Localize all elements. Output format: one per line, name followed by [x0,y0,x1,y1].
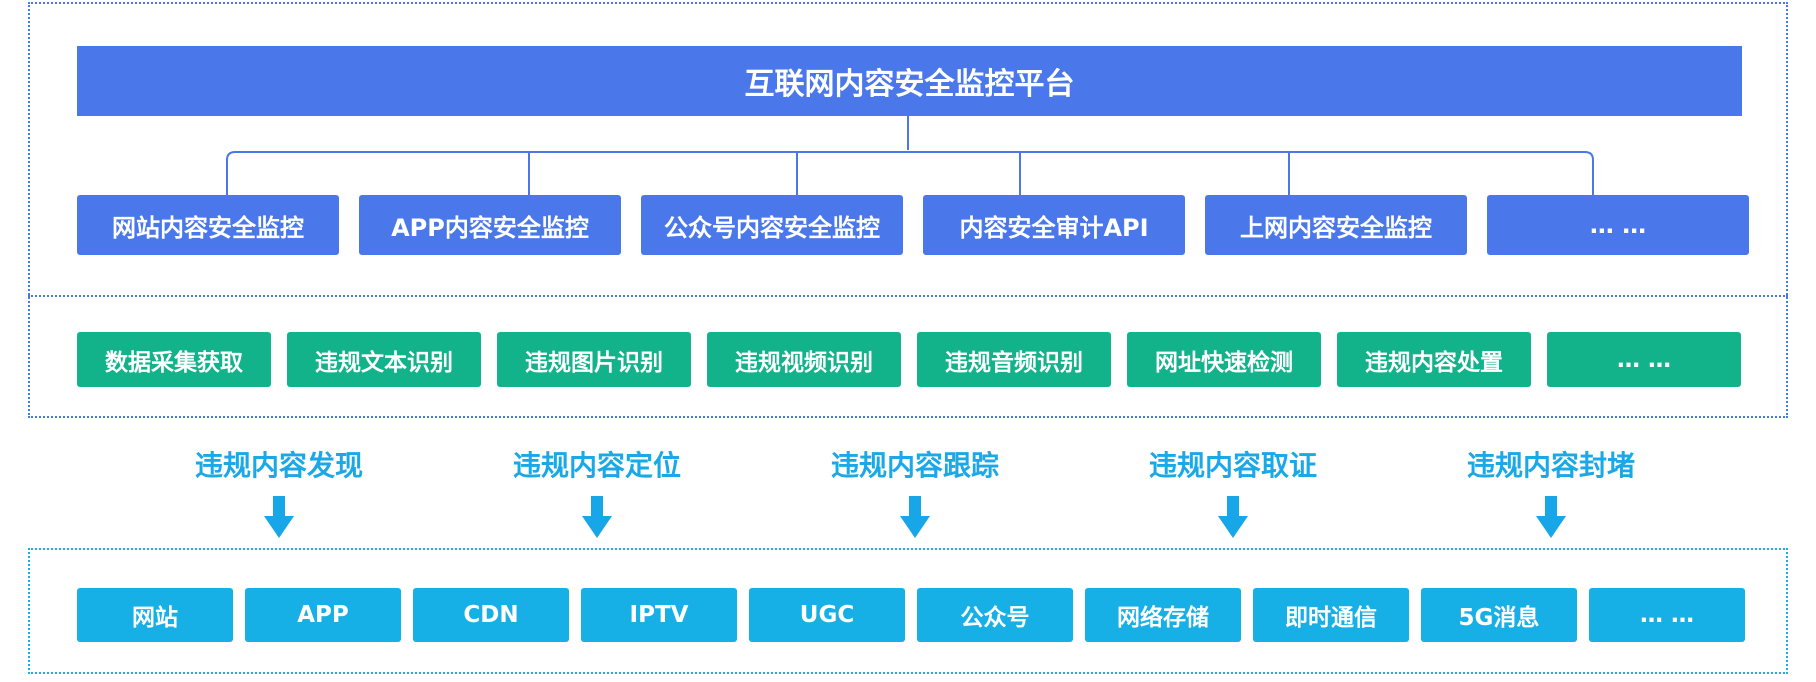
channel-5g-messaging[interactable]: 5G消息 [1421,588,1577,642]
stage-track: 违规内容跟踪 [815,444,1015,538]
channel-official-account[interactable]: 公众号 [917,588,1073,642]
down-arrow-icon [900,496,930,538]
stage-discover: 违规内容发现 [179,444,379,538]
stage-label: 违规内容发现 [194,449,363,482]
module-app-monitoring[interactable]: APP内容安全监控 [359,195,621,255]
module-website-monitoring[interactable]: 网站内容安全监控 [77,195,339,255]
channel-network-storage[interactable]: 网络存储 [1085,588,1241,642]
down-arrow-icon [1536,496,1566,538]
tree-connector [226,116,1594,195]
stage-block: 违规内容封堵 [1451,444,1651,538]
channel-iptv[interactable]: IPTV [581,588,737,642]
capability-more[interactable]: … … [1547,332,1741,387]
stage-locate: 违规内容定位 [497,444,697,538]
down-arrow-icon [582,496,612,538]
channel-instant-messaging[interactable]: 即时通信 [1253,588,1409,642]
capability-data-collection[interactable]: 数据采集获取 [77,332,271,387]
capability-image-recognition[interactable]: 违规图片识别 [497,332,691,387]
channel-app[interactable]: APP [245,588,401,642]
module-internet-access-monitoring[interactable]: 上网内容安全监控 [1205,195,1467,255]
channel-ugc[interactable]: UGC [749,588,905,642]
capability-audio-recognition[interactable]: 违规音频识别 [917,332,1111,387]
stage-label: 违规内容取证 [1148,449,1317,482]
down-arrow-icon [1218,496,1248,538]
stage-label: 违规内容封堵 [1466,449,1635,482]
channel-website[interactable]: 网站 [77,588,233,642]
section-divider [28,295,1788,297]
platform-title: 互联网内容安全监控平台 [77,46,1742,116]
channel-list: 网站 APP CDN IPTV UGC 公众号 网络存储 即时通信 5G消息 …… [77,588,1745,642]
capability-video-recognition[interactable]: 违规视频识别 [707,332,901,387]
capability-text-recognition[interactable]: 违规文本识别 [287,332,481,387]
platform-section-frame [28,2,1788,418]
capability-content-disposal[interactable]: 违规内容处置 [1337,332,1531,387]
stage-evidence: 违规内容取证 [1133,444,1333,538]
monitoring-modules: 网站内容安全监控 APP内容安全监控 公众号内容安全监控 内容安全审计API 上… [77,195,1749,255]
channel-cdn[interactable]: CDN [413,588,569,642]
capability-url-detection[interactable]: 网址快速检测 [1127,332,1321,387]
channel-more[interactable]: … … [1589,588,1745,642]
channel-section-frame [28,548,1788,674]
stage-label: 违规内容定位 [512,449,681,482]
down-arrow-icon [264,496,294,538]
stage-label: 违规内容跟踪 [830,449,999,482]
module-official-account-monitoring[interactable]: 公众号内容安全监控 [641,195,903,255]
capability-modules: 数据采集获取 违规文本识别 违规图片识别 违规视频识别 违规音频识别 网址快速检… [77,332,1741,387]
module-more[interactable]: … … [1487,195,1749,255]
module-audit-api[interactable]: 内容安全审计API [923,195,1185,255]
